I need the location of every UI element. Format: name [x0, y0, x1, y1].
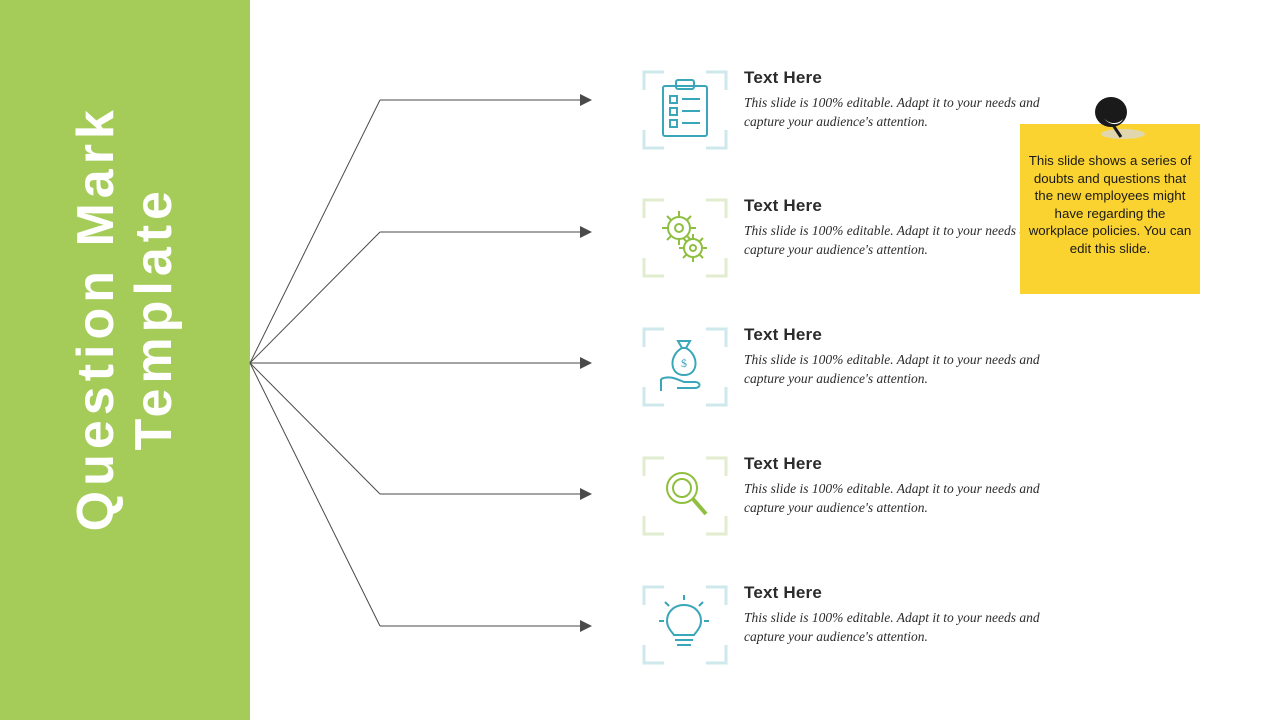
pushpin-shape — [1095, 97, 1145, 139]
lightbulb-idea-icon — [659, 595, 709, 646]
connector-lines-svg — [249, 94, 592, 632]
list-item: Text Here This slide is 100% editable. A… — [640, 583, 1200, 667]
list-item-text: Text Here This slide is 100% editable. A… — [744, 325, 1184, 388]
page-title: Question Mark Template — [66, 105, 183, 532]
bracket-frame-icon — [642, 327, 728, 407]
list-item: $ Text Here This slide is 100% editable.… — [640, 325, 1200, 409]
list-item-text: Text Here This slide is 100% editable. A… — [744, 583, 1184, 646]
icon-frame — [640, 196, 730, 280]
svg-text:$: $ — [681, 356, 687, 370]
icon-frame — [640, 583, 730, 667]
icon-frame — [640, 68, 730, 152]
money-bag-hand-icon: $ — [660, 340, 701, 391]
list-item-title: Text Here — [744, 196, 823, 215]
sticky-note: This slide shows a series of doubts and … — [1020, 124, 1200, 294]
list-item-text: Text Here This slide is 100% editable. A… — [744, 196, 1184, 259]
magnifier-icon — [666, 472, 708, 516]
icon-frame: $ — [640, 325, 730, 409]
list-item: Text Here This slide is 100% editable. A… — [640, 454, 1200, 538]
list-item-description: This slide is 100% editable. Adapt it to… — [744, 610, 1040, 644]
gears-icon — [662, 211, 707, 262]
bracket-frame-icon — [642, 198, 728, 278]
list-item-description: This slide is 100% editable. Adapt it to… — [744, 352, 1040, 386]
icon-frame — [640, 454, 730, 538]
list-item-text: Text Here This slide is 100% editable. A… — [744, 454, 1184, 517]
pushpin-icon — [1087, 96, 1147, 151]
list-item-title: Text Here — [744, 325, 823, 344]
list-item: Text Here This slide is 100% editable. A… — [640, 68, 1200, 152]
list-item-description: This slide is 100% editable. Adapt it to… — [744, 223, 1040, 257]
list-item-title: Text Here — [744, 68, 823, 87]
list-item-title: Text Here — [744, 583, 823, 602]
sticky-note-text: This slide shows a series of doubts and … — [1028, 153, 1192, 256]
list-item-description: This slide is 100% editable. Adapt it to… — [744, 481, 1040, 515]
bracket-frame-icon — [642, 585, 728, 665]
list-item: Text Here This slide is 100% editable. A… — [640, 196, 1200, 280]
clipboard-checklist-icon — [662, 79, 708, 137]
title-band: Question Mark Template — [0, 0, 250, 720]
list-item-title: Text Here — [744, 454, 823, 473]
bracket-frame-icon — [642, 456, 728, 536]
connector-diagram — [240, 60, 600, 660]
bracket-frame-icon — [642, 70, 728, 150]
sticky-note-shape — [1020, 124, 1200, 292]
list-item-description: This slide is 100% editable. Adapt it to… — [744, 95, 1040, 129]
list-item-text: Text Here This slide is 100% editable. A… — [744, 68, 1184, 131]
